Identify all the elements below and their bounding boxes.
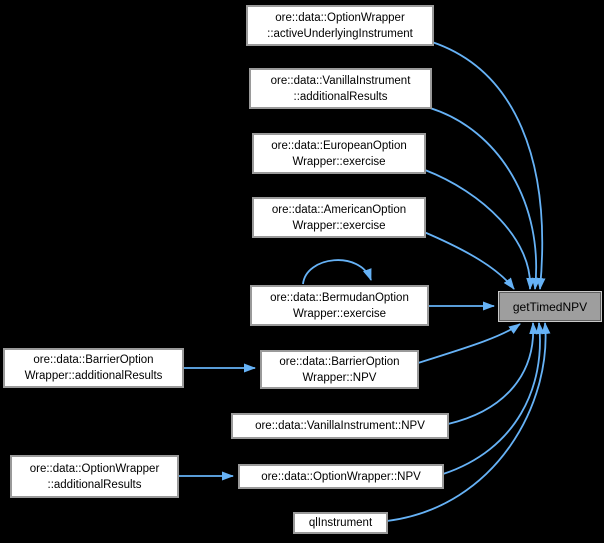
node-label-line: ore::data::OptionWrapper bbox=[275, 11, 405, 24]
edge-bermudanoptionwrapper-exercise-self-loop bbox=[302, 259, 372, 285]
node-vanillainstrument-additionalresults[interactable]: ore::data::VanillaInstrument ::additiona… bbox=[249, 68, 432, 109]
node-qlinstrument[interactable]: qlInstrument bbox=[293, 512, 388, 534]
edge-barrieroptionwrapper-npv-to-gettimednpv bbox=[417, 323, 521, 364]
node-label-line: ore::data::BarrierOption bbox=[279, 355, 400, 368]
edge-vanillainstrument-npv-to-gettimednpv bbox=[447, 322, 539, 425]
node-vanillainstrument-npv[interactable]: ore::data::VanillaInstrument::NPV bbox=[231, 413, 449, 439]
node-bermudanoptionwrapper-exercise[interactable]: ore::data::BermudanOption Wrapper::exerc… bbox=[250, 285, 429, 326]
node-label-line: ore::data::OptionWrapper::NPV bbox=[261, 470, 421, 483]
node-label-line: ore::data::EuropeanOption bbox=[271, 139, 407, 152]
edge-qlinstrument-to-gettimednpv bbox=[386, 322, 551, 522]
node-label-line: Wrapper::exercise bbox=[292, 219, 386, 232]
node-label-line: ::activeUnderlyingInstrument bbox=[267, 27, 413, 40]
node-label-line: Wrapper::exercise bbox=[292, 155, 386, 168]
node-label-line: ore::data::BarrierOption bbox=[33, 354, 154, 366]
node-label-line: Wrapper::additionalResults bbox=[24, 370, 163, 382]
edge-europeanoptionwrapper-exercise-to-gettimednpv bbox=[424, 169, 536, 290]
node-americanoptionwrapper-exercise[interactable]: ore::data::AmericanOption Wrapper::exerc… bbox=[252, 197, 426, 238]
node-label-line: ore::data::VanillaInstrument::NPV bbox=[255, 420, 425, 432]
node-barrieroptionwrapper-additionalresults[interactable]: ore::data::BarrierOption Wrapper::additi… bbox=[3, 348, 184, 388]
node-gettimednpv-current: getTimedNPV bbox=[498, 291, 602, 322]
node-label-line: getTimedNPV bbox=[512, 299, 588, 314]
node-label-line: Wrapper::exercise bbox=[292, 307, 387, 320]
edge-activeunderlyinginstrument-to-gettimednpv bbox=[431, 41, 546, 290]
node-barrieroptionwrapper-npv[interactable]: ore::data::BarrierOption Wrapper::NPV bbox=[260, 350, 419, 389]
node-europeanoptionwrapper-exercise[interactable]: ore::data::EuropeanOption Wrapper::exerc… bbox=[252, 133, 426, 174]
node-label-line: ::additionalResults bbox=[47, 478, 142, 491]
edge-vanillainstrument-additionalresults-to-gettimednpv bbox=[429, 107, 541, 290]
node-optionwrapper-npv[interactable]: ore::data::OptionWrapper::NPV bbox=[238, 464, 444, 489]
node-label-line: ore::data::AmericanOption bbox=[271, 203, 407, 216]
node-label-line: ::additionalResults bbox=[293, 90, 388, 103]
node-optionwrapper-additionalresults[interactable]: ore::data::OptionWrapper ::additionalRes… bbox=[10, 455, 179, 498]
node-label-line: ore::data::OptionWrapper bbox=[29, 462, 160, 475]
node-label-line: ore::data::VanillaInstrument bbox=[270, 74, 411, 87]
node-label-line: Wrapper::NPV bbox=[302, 371, 377, 384]
node-label-line: ore::data::BermudanOption bbox=[270, 291, 409, 304]
edge-optionwrapper-npv-to-gettimednpv bbox=[442, 322, 545, 475]
node-optionwrapper-activeunderlyinginstrument[interactable]: ore::data::OptionWrapper ::activeUnderly… bbox=[246, 5, 434, 46]
edge-americanoptionwrapper-exercise-to-gettimednpv bbox=[423, 231, 515, 290]
node-label-line: qlInstrument bbox=[308, 517, 373, 529]
